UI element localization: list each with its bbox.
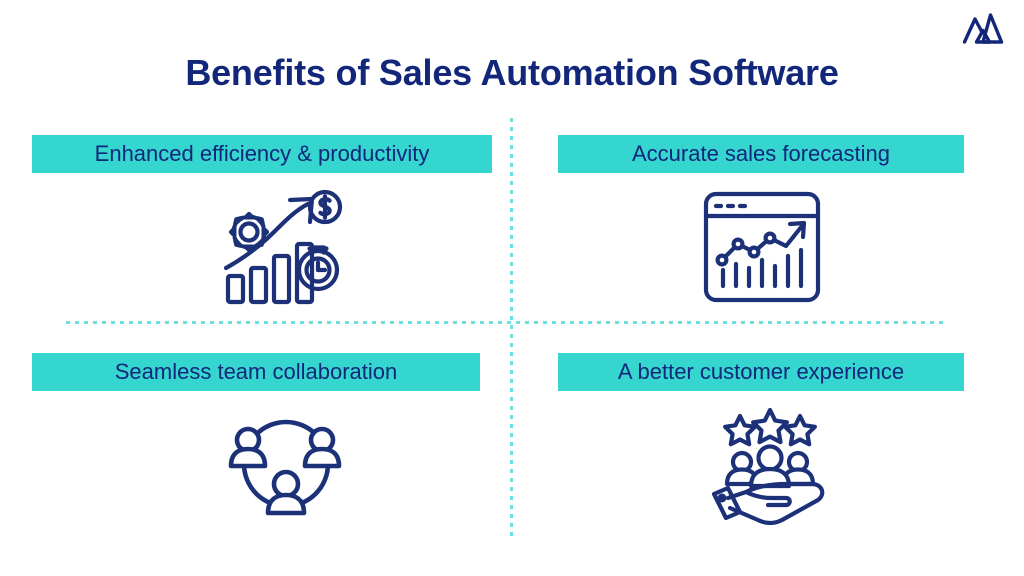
- team-network-people-circle-icon: [222, 406, 350, 528]
- mountain-logo: [962, 11, 1004, 45]
- benefit-banner-forecasting: Accurate sales forecasting: [558, 135, 964, 173]
- benefit-banner-efficiency: Enhanced efficiency & productivity: [32, 135, 492, 173]
- benefit-label: Seamless team collaboration: [114, 359, 398, 384]
- vertical-divider: [510, 118, 513, 536]
- benefit-label: A better customer experience: [617, 359, 905, 384]
- growth-chart-gear-money-clock-icon: [222, 188, 350, 306]
- hand-holding-people-stars-icon: [700, 406, 840, 528]
- horizontal-divider: [66, 321, 946, 324]
- benefit-label: Accurate sales forecasting: [631, 141, 891, 166]
- benefit-banner-collaboration: Seamless team collaboration: [32, 353, 480, 391]
- page-title: Benefits of Sales Automation Software: [185, 52, 839, 93]
- benefit-banner-customer-experience: A better customer experience: [558, 353, 964, 391]
- browser-window-analytics-chart-icon: [694, 188, 830, 306]
- benefit-label: Enhanced efficiency & productivity: [94, 141, 430, 166]
